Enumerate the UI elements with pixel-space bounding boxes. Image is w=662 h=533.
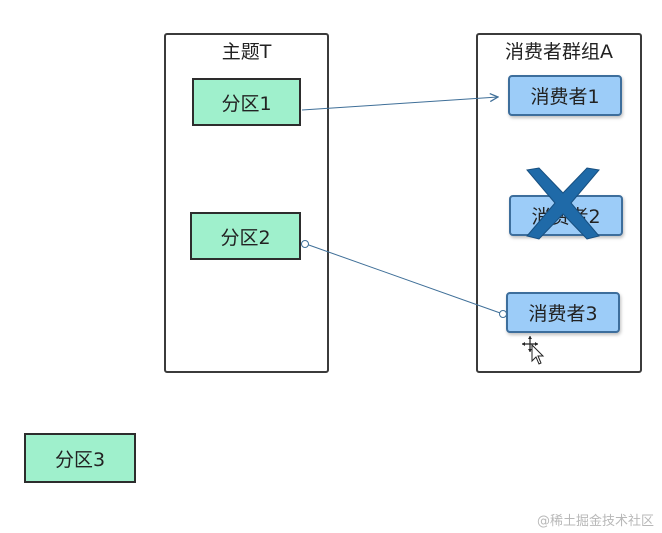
arrow-partition1-consumer1 xyxy=(301,97,498,111)
partition-3: 分区3 xyxy=(24,433,136,483)
consumer-1: 消费者1 xyxy=(508,75,622,116)
consumer-group-title: 消费者群组A xyxy=(505,41,613,63)
watermark-text: @稀土掘金技术社区 xyxy=(536,514,654,529)
consumer-3: 消费者3 xyxy=(506,292,620,333)
consumer-2: 消费者2 xyxy=(509,195,623,236)
topic-title: 主题T xyxy=(221,41,272,63)
partition-2: 分区2 xyxy=(190,212,301,260)
partition-1: 分区1 xyxy=(192,78,301,126)
arrow-partition2-consumer3 xyxy=(305,243,504,315)
